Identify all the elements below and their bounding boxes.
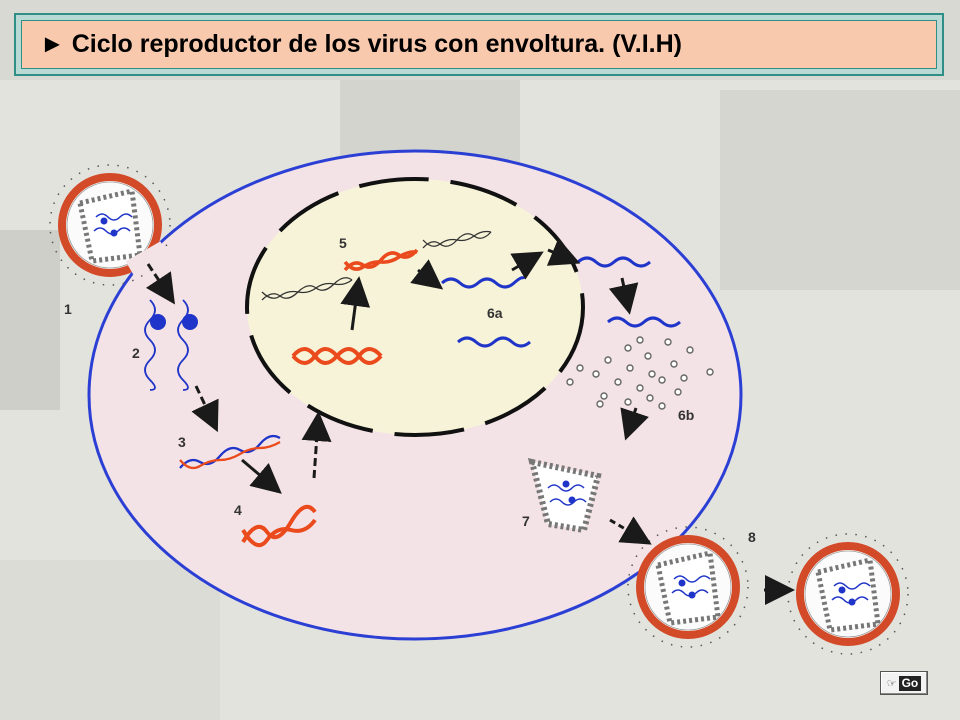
background-block [0,560,220,720]
label-stage-6a: 6a [487,305,503,321]
label-stage-1: 1 [64,301,72,317]
title-inner: ► Ciclo reproductor de los virus con env… [21,20,937,69]
background-block [720,90,960,290]
label-stage-8: 8 [748,529,756,545]
hand-pointer-icon: ☞ [886,677,897,690]
viral-rna-transcripts [441,256,681,348]
label-stage-4: 4 [234,502,242,518]
page-title: ► Ciclo reproductor de los virus con env… [40,30,682,58]
go-button-label: Go [898,675,922,691]
label-stage-5: 5 [339,235,347,251]
viral-dna-in-nucleus [291,347,383,365]
nuclear-envelope [245,177,585,437]
viral-dsdna [241,504,317,548]
membrane-fusion-gap [125,241,171,279]
label-stage-3: 3 [178,434,186,450]
rna-dna-hybrid [179,434,281,470]
background-block [0,230,60,410]
label-stage-2: 2 [132,345,140,361]
released-virion [788,534,908,654]
nucleus [247,179,583,435]
integrated-provirus [261,230,492,301]
go-button[interactable]: ☞ Go [880,671,928,695]
capsid-assembly [527,458,602,534]
cycle-arrows [145,238,795,605]
title-box: ► Ciclo reproductor de los virus con env… [14,13,944,76]
uncoated-rna [144,299,198,391]
label-stage-6b: 6b [678,407,694,423]
label-stage-7: 7 [522,513,530,529]
viral-proteins [566,336,714,410]
